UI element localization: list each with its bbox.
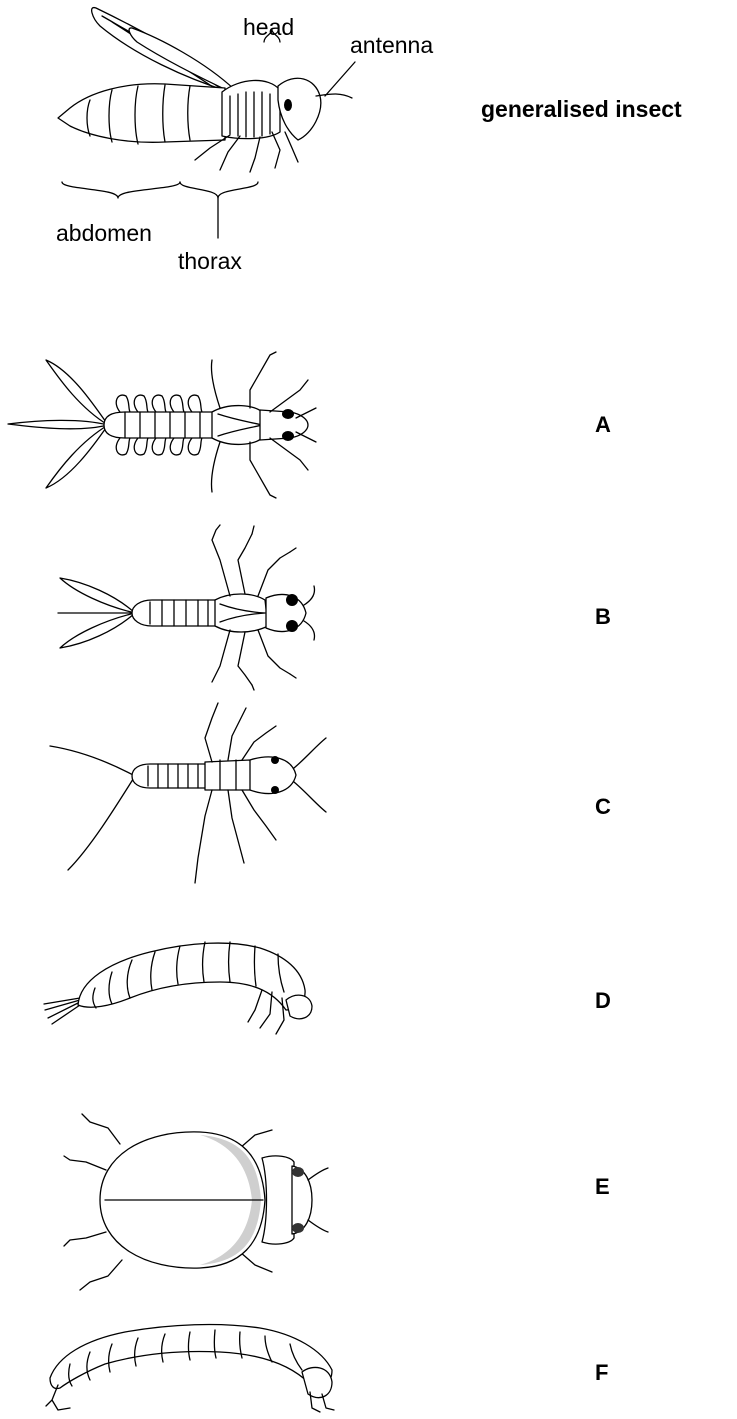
insect-d-drawing [40, 910, 330, 1070]
specimen-letter-d: D [595, 990, 611, 1012]
label-thorax: thorax [178, 250, 242, 273]
specimen-letter-f: F [595, 1362, 608, 1384]
generalised-insect-title: generalised insect [481, 98, 682, 121]
insect-c-drawing [40, 698, 340, 898]
label-head: head [243, 16, 294, 39]
specimen-letter-a: A [595, 414, 611, 436]
specimen-letter-c: C [595, 796, 611, 818]
insect-b-drawing [40, 520, 330, 690]
specimen-letter-b: B [595, 606, 611, 628]
specimen-letter-e: E [595, 1176, 610, 1198]
insect-a-drawing [0, 350, 330, 500]
label-abdomen: abdomen [56, 222, 152, 245]
label-antenna: antenna [350, 34, 433, 57]
insect-f-drawing [40, 1300, 340, 1419]
insect-e-drawing [50, 1100, 330, 1300]
